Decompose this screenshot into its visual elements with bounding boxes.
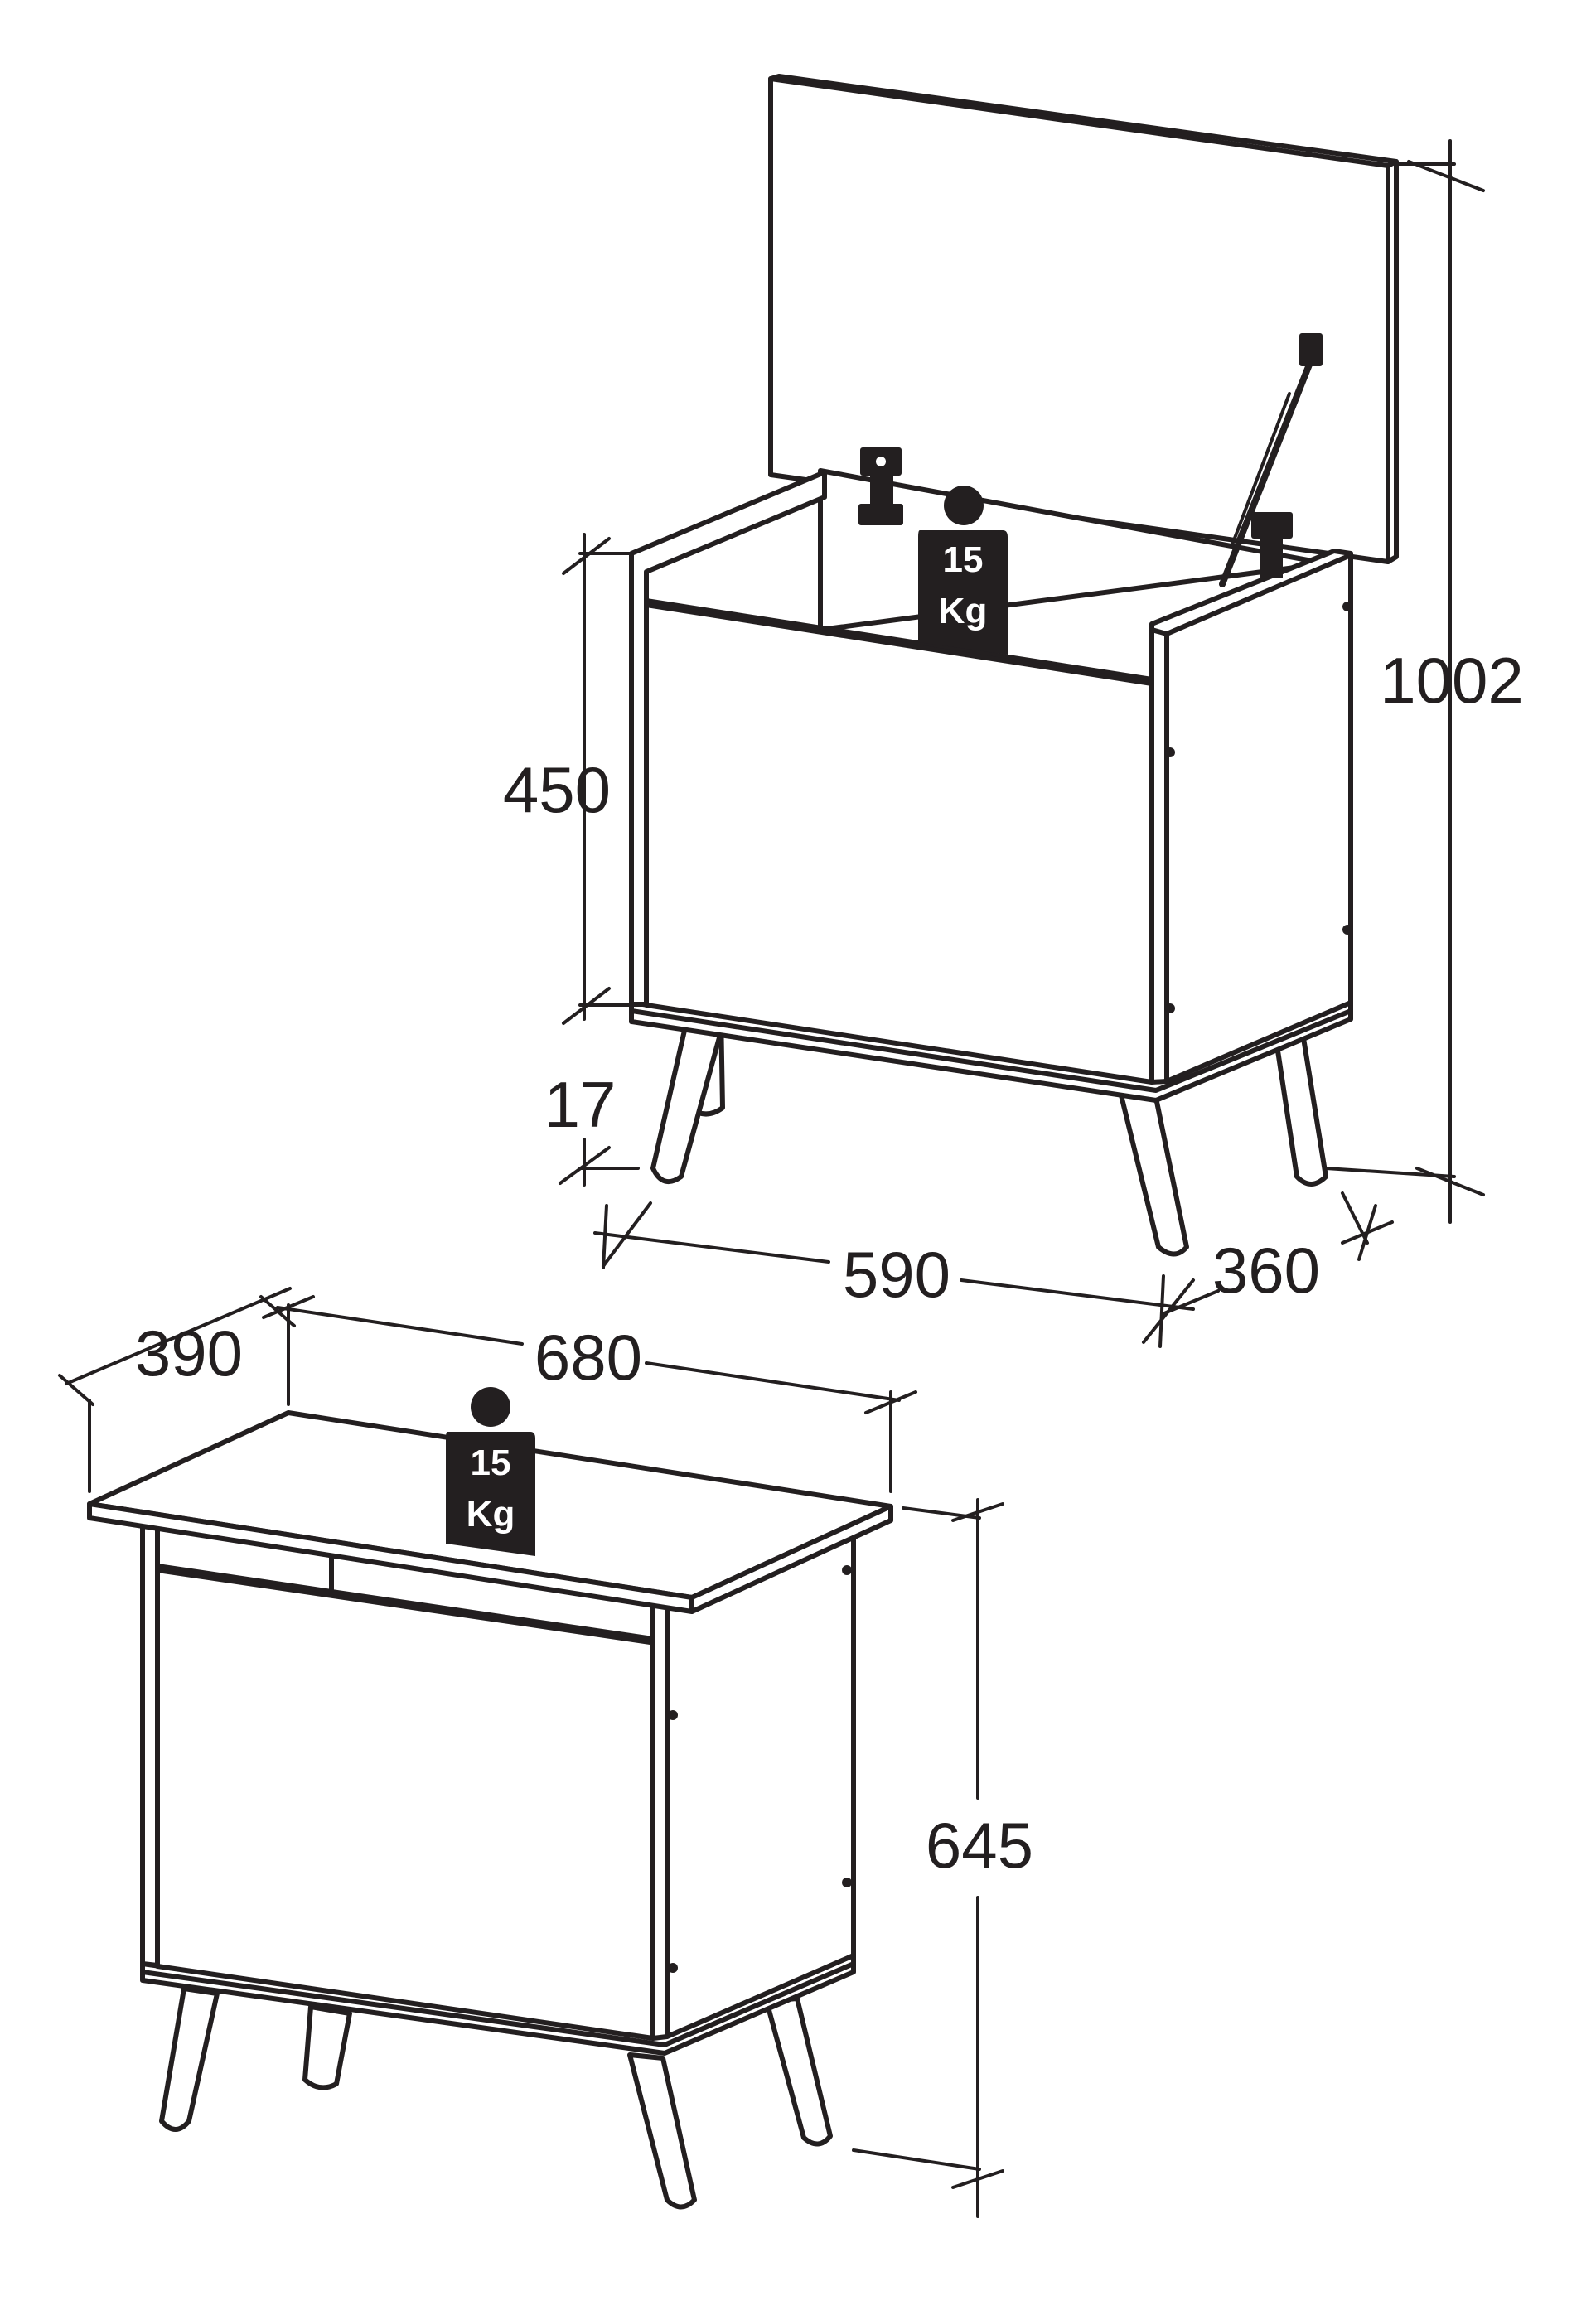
weight-body (446, 1432, 535, 1556)
front-door-top (644, 598, 1154, 686)
base-plate-line (140, 1961, 856, 2047)
dim-depth: 360 (1163, 1191, 1394, 1315)
front-door (155, 1564, 655, 2041)
dim-height-total: 1002 (1324, 139, 1524, 1224)
weight-unit: Kg (467, 1494, 515, 1535)
dim-label-590: 590 (843, 1238, 950, 1311)
weight-icon (944, 486, 984, 525)
weight-value: 15 (943, 539, 984, 580)
dim-height: 645 (852, 1498, 1033, 2218)
leg-back-right (1270, 1010, 1328, 1187)
base-plate-line (629, 1008, 1353, 1093)
weight-unit: Kg (939, 591, 988, 631)
dim-height-legs: 17 (544, 1068, 640, 1187)
lid-hinge-left (858, 447, 903, 525)
dim-label-645: 645 (926, 1809, 1033, 1882)
lid-edge (768, 74, 1399, 168)
leg-front-right (627, 2052, 697, 2210)
weight-icon (471, 1387, 510, 1427)
dim-height-body: 450 (503, 533, 633, 1025)
hinge-dots (668, 1565, 852, 1973)
leg-front-left (159, 1986, 220, 2132)
dim-width: 680 (262, 1295, 917, 1493)
dim-label-17: 17 (544, 1068, 617, 1141)
dim-depth: 390 (58, 1287, 296, 1493)
dim-label-360: 360 (1212, 1234, 1320, 1307)
top-side-edge (689, 1504, 893, 1614)
dim-label-390: 390 (135, 1317, 243, 1390)
closed-legs (159, 1986, 833, 2210)
open-lid (768, 74, 1399, 564)
leg-back-left (302, 2004, 352, 2090)
weight-value: 15 (471, 1443, 511, 1483)
weight-body (918, 530, 1008, 655)
dim-width: 590 (593, 1201, 1195, 1348)
open-legs (650, 1010, 1328, 1257)
right-side-panel (1149, 549, 1353, 1085)
leg-back-right (764, 1996, 833, 2147)
open-storage-bench: 15 Kg 450 17 1002 (503, 74, 1524, 1348)
right-side-top (1164, 553, 1353, 636)
hinge-dots (1165, 602, 1352, 1013)
weight-badge-open: 15 Kg (918, 486, 1008, 655)
dim-label-450: 450 (503, 753, 611, 826)
weight-badge-closed: 15 Kg (446, 1387, 535, 1556)
lid-side-edge (1386, 159, 1399, 564)
door-top-line (155, 1564, 655, 1641)
lid-stay-right (1219, 333, 1323, 587)
leg-front-left (650, 1021, 723, 1185)
dim-label-1002: 1002 (1380, 644, 1524, 717)
dim-label-680: 680 (534, 1321, 642, 1394)
leg-front-right (1119, 1093, 1189, 1257)
closed-storage-bench: 15 Kg 390 680 64 (58, 1287, 1033, 2218)
